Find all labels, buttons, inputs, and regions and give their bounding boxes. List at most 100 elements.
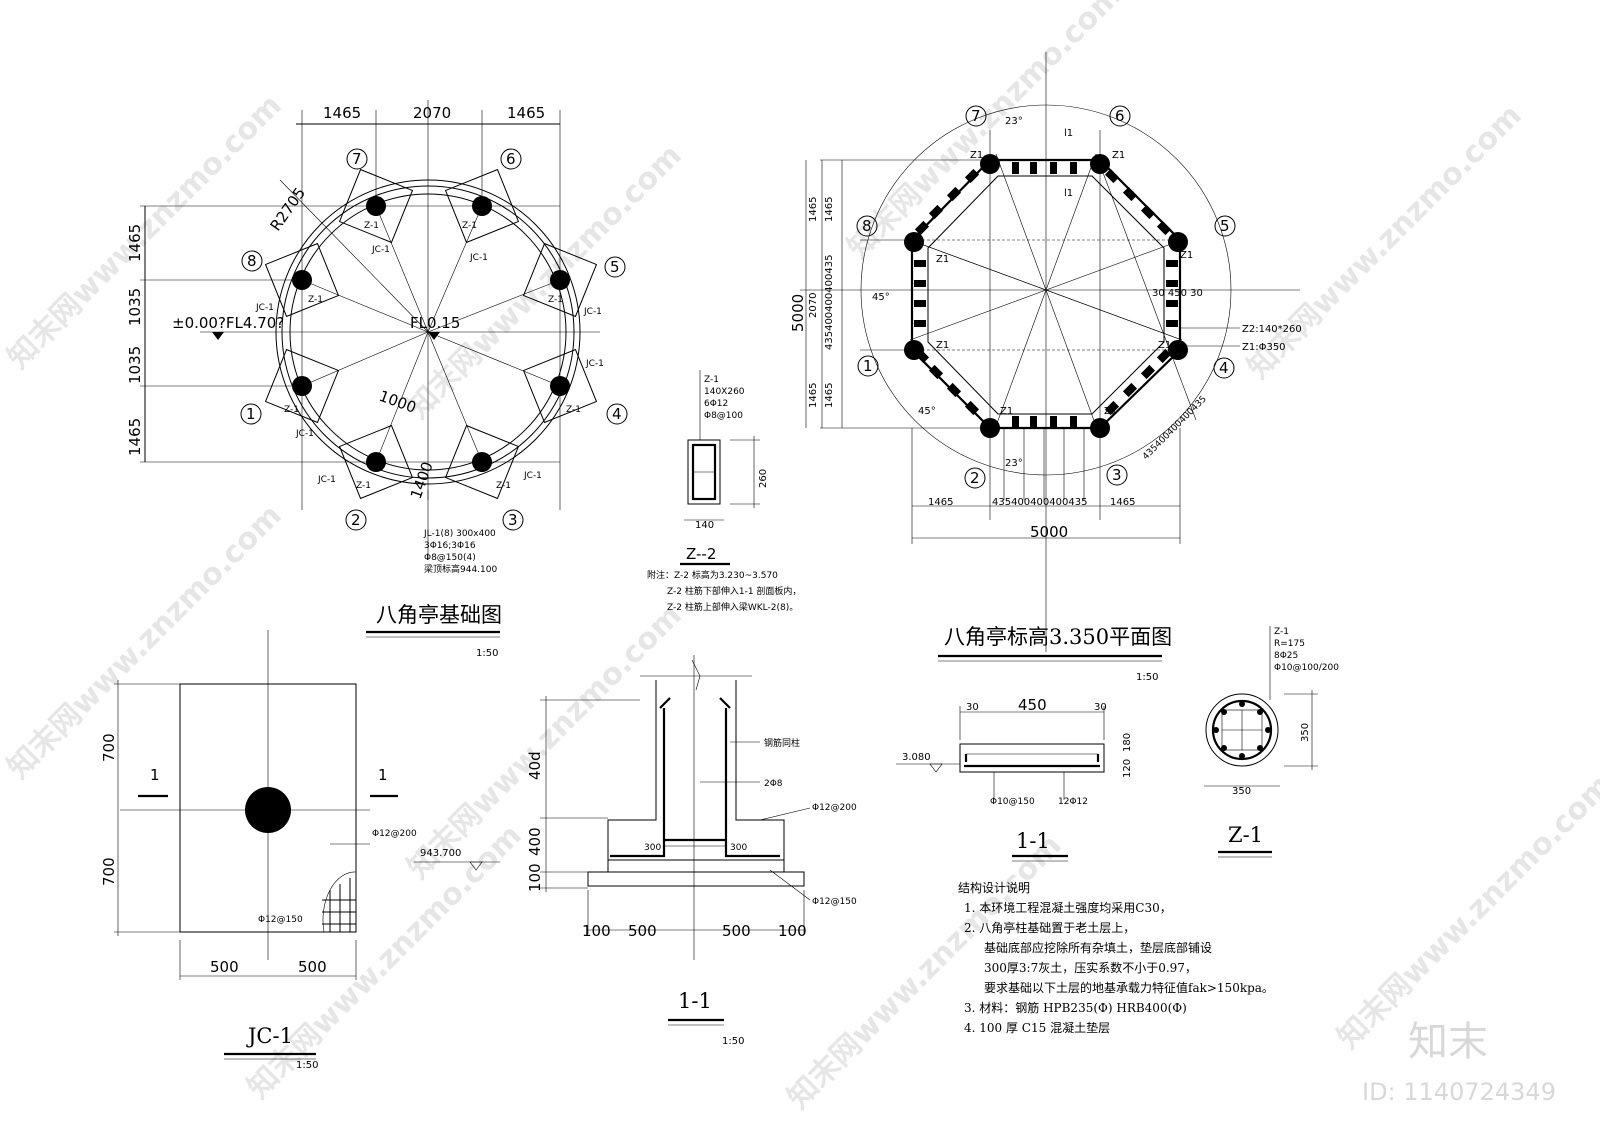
- roof-scale: 1:50: [1136, 672, 1158, 683]
- col-z1: Z1: [1112, 150, 1125, 161]
- jc1-rebar-2: Φ12@150: [258, 915, 303, 925]
- sec-hook-right: 300: [730, 843, 747, 853]
- sec-dim-400: 400: [526, 827, 544, 856]
- image-id: ID: 1140724349: [1362, 1078, 1556, 1106]
- col-label: Z-1: [496, 481, 511, 491]
- slab-rebar-2: 12Φ12: [1058, 797, 1088, 807]
- note-item-6: 3. 材料：钢筋 HPB235(Φ) HRB400(Φ): [964, 1000, 1187, 1015]
- slab-dim-450: 450: [1018, 696, 1047, 714]
- section-scale: 1:50: [722, 1036, 744, 1047]
- col-label: Z-1: [548, 295, 563, 305]
- level-center: FL0.15: [410, 314, 460, 332]
- roof-left-2070: 2070: [808, 293, 819, 318]
- note-item-4: 300厚3:7灰土，压实系数不小于0.97，: [984, 960, 1197, 975]
- col-label: Z-1: [462, 221, 477, 231]
- dim-1400: 1400: [407, 459, 437, 501]
- roof-axis-5: 5: [1220, 217, 1230, 235]
- sec-dim-b1: 100: [582, 922, 611, 940]
- note-item-3: 基础底部应挖除所有杂填土，垫层底部铺设: [984, 940, 1212, 955]
- structural-notes: 结构设计说明 1. 本环境工程混凝土强度均采用C30， 2. 八角亭柱基础置于老…: [958, 880, 1274, 1035]
- roof-bottom-2: 435400400400435: [992, 497, 1087, 508]
- col-z1: Z1: [936, 254, 949, 265]
- z1-detail: Z-1 R=175 8Φ25 Φ10@100/200 350 350 Z-1: [1204, 626, 1339, 858]
- jc1-detail: 700 700 500 500 1 1 Φ12@200 Φ12@150 JC-1…: [100, 630, 417, 1071]
- col-z1: Z1: [1000, 406, 1013, 417]
- dim-left-4: 1465: [126, 418, 144, 456]
- slab-h-120: 120: [1122, 759, 1133, 778]
- col-label: Z-1: [364, 221, 379, 231]
- notes-title: 结构设计说明: [958, 880, 1030, 895]
- brand-logo: 知末: [1408, 1019, 1488, 1065]
- sec-note-1: 钢筋同柱: [764, 737, 800, 749]
- z1-dim-350a: 350: [1300, 723, 1311, 742]
- roof-axis-1: 1: [863, 357, 873, 375]
- radius-label: R2705: [267, 184, 310, 234]
- note-item-2: 2. 八角亭柱基础置于老土层上，: [964, 920, 1135, 935]
- level-left: ±0.00?FL4.70?: [172, 314, 284, 332]
- slab-label: 1-1: [1016, 829, 1050, 853]
- roof-left-1465c: 1465: [808, 383, 819, 408]
- axis-4: 4: [612, 405, 622, 423]
- dim-left-1: 1465: [126, 224, 144, 262]
- note-item-7: 4. 100 厚 C15 混凝土垫层: [964, 1020, 1110, 1035]
- beam-note-4: 梁顶标高944.100: [424, 563, 497, 575]
- roof-axis-4: 4: [1219, 359, 1229, 377]
- col-label: Z-1: [566, 405, 581, 415]
- sec-hook-left: 300: [644, 843, 661, 853]
- dim-top-2: 2070: [413, 104, 451, 122]
- roof-axis-3: 3: [1112, 466, 1122, 484]
- z2-header-3: 6Φ12: [704, 399, 728, 409]
- z2-spec: Z2:140*260: [1242, 324, 1302, 335]
- z2-header-2: 140X260: [704, 387, 745, 397]
- jc1-dim-700b: 700: [100, 857, 118, 886]
- sec-level: 943.700: [420, 848, 461, 859]
- foundation-title: 八角亭基础图: [376, 603, 502, 627]
- slab-dim-30b: 30: [1094, 702, 1107, 713]
- section-1-1-footing: 40d 400 100 100 500 500 100 943.700 钢筋同柱…: [414, 655, 857, 1047]
- sec-note-3: Φ12@200: [812, 803, 857, 813]
- watermark-layer: 知末网www.znzmo.com 知末网www.znzmo.com 知末网www…: [1, 0, 1600, 1116]
- slab-dim-30a: 30: [966, 702, 979, 713]
- jc1-sec-right: 1: [378, 766, 388, 784]
- beam-note-2: 3Φ16;3Φ16: [424, 541, 476, 551]
- z1-header-3: 8Φ25: [1274, 651, 1298, 661]
- sec-note-4: Φ12@150: [812, 897, 857, 907]
- z1-spec: Z1:Φ350: [1242, 342, 1286, 353]
- dim-left-2: 1035: [126, 288, 144, 326]
- z2-header-1: Z-1: [704, 375, 719, 385]
- found-label: JC-1: [295, 429, 314, 439]
- col-z1: Z1: [936, 340, 949, 351]
- angle-23: 23°: [1005, 458, 1023, 469]
- angle-45: 45°: [872, 292, 890, 303]
- roof-bottom-3: 1465: [1110, 497, 1135, 508]
- left-total-5000: 5000: [789, 294, 807, 332]
- angle-45: 45°: [918, 406, 936, 417]
- col-z1: Z1: [1180, 250, 1193, 261]
- slab-level: 3.080: [902, 752, 931, 763]
- axis-2: 2: [351, 511, 361, 529]
- beam-l1: l1: [1064, 128, 1073, 139]
- col-label: Z-1: [356, 481, 371, 491]
- watermark-text: 知末网www.znzmo.com: [1, 498, 289, 786]
- diag-dims: 435400400400435: [1141, 394, 1209, 462]
- col-label: Z-1: [308, 295, 323, 305]
- angle-23: 23°: [1005, 116, 1023, 127]
- z2-dim-140: 140: [695, 520, 714, 531]
- col-z1: Z1: [1158, 340, 1171, 351]
- found-label: JC-1: [469, 253, 488, 263]
- dim-top-3: 1465: [507, 104, 545, 122]
- jc1-dim-500a: 500: [210, 958, 239, 976]
- col-z1: Z1: [1104, 406, 1117, 417]
- z2-detail: Z-1 140X260 6Φ12 Φ8@100 260 140 Z--2 附注：…: [647, 370, 801, 613]
- roof-left-1465b: 1465: [824, 197, 835, 222]
- foundation-scale: 1:50: [476, 648, 498, 659]
- found-label: JC-1: [317, 475, 336, 485]
- axis-5: 5: [610, 258, 620, 276]
- beam-note-1: JL-1(8) 300x400: [423, 529, 496, 539]
- axis-1: 1: [246, 405, 256, 423]
- z2-note-3: Z-2 柱筋上部伸入梁WKL-2(8)。: [667, 601, 798, 613]
- roof-axis-7: 7: [971, 107, 981, 125]
- z1-header-1: Z-1: [1274, 627, 1289, 637]
- slab-section: 30 450 30 120 180 3.080 Φ10@150 12Φ12 1-…: [896, 696, 1133, 862]
